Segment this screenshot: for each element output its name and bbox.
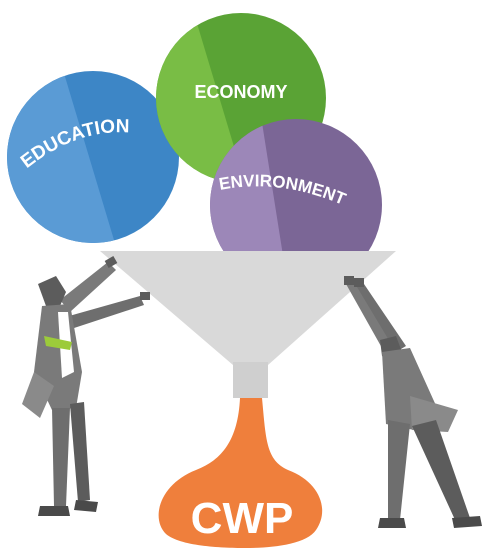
cwp-drop: CWP <box>158 398 323 548</box>
right-businessman-figure <box>344 276 482 528</box>
education-circle: EDUCATION <box>7 71 179 243</box>
cwp-label: CWP <box>191 494 294 543</box>
economy-label: ECONOMY <box>194 82 287 102</box>
funnel-spout <box>233 362 268 398</box>
left-businessman-figure <box>22 256 150 516</box>
funnel <box>100 251 396 398</box>
tie-icon <box>44 336 72 350</box>
funnel-cone <box>100 251 396 365</box>
